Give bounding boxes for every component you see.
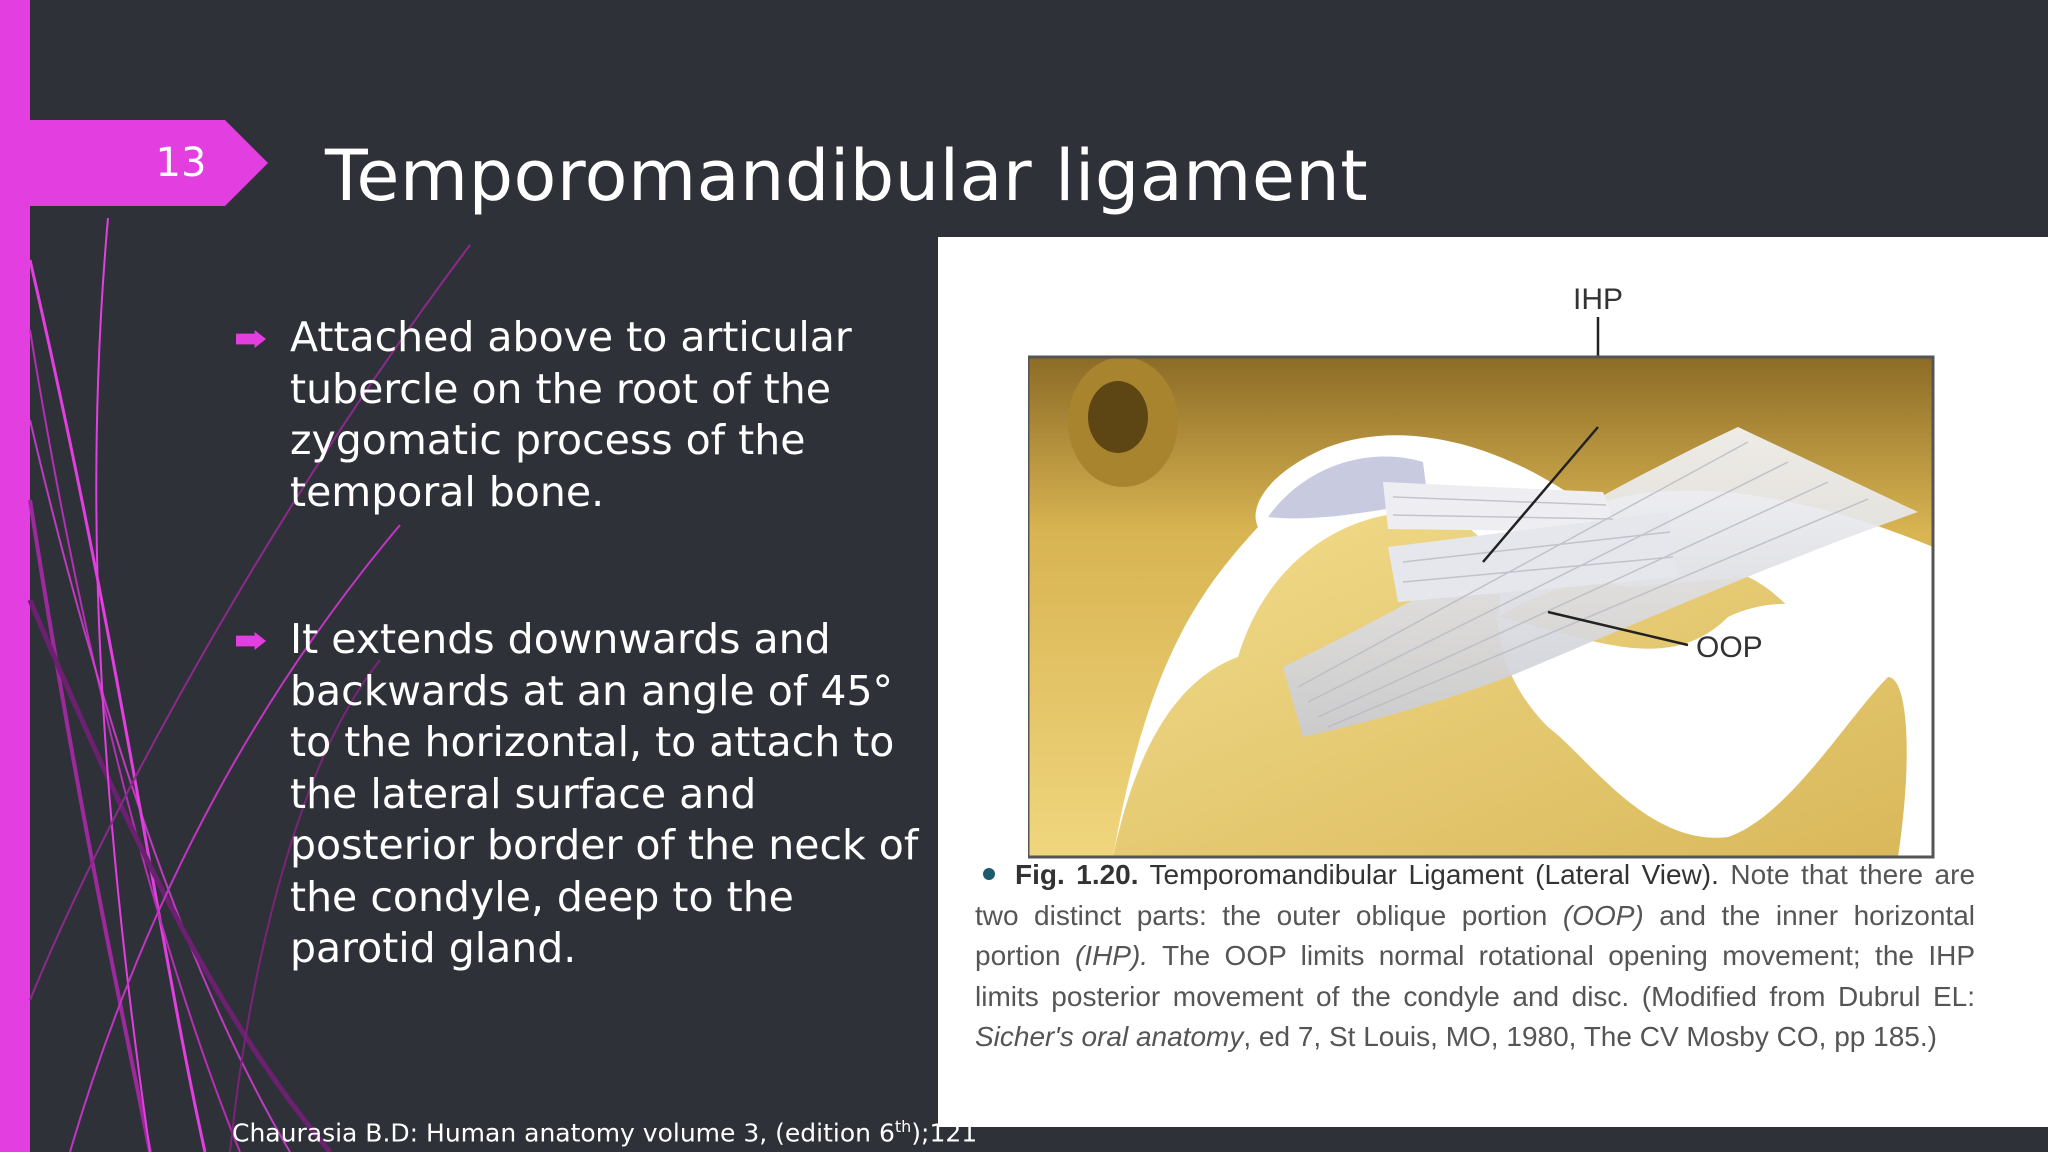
caption-title: Temporomandibular Ligament (Lateral View… xyxy=(1149,859,1719,890)
illustration-border xyxy=(1028,355,1935,859)
oop-label: OOP xyxy=(1696,631,1763,664)
citation-superscript: th xyxy=(894,1117,912,1136)
meatus-opening xyxy=(1088,381,1148,453)
ihp-pointer xyxy=(1482,426,1599,563)
caption-text: , ed 7, St Louis, MO, 1980, The CV Mosby… xyxy=(1243,1021,1937,1052)
tmj-ligament-illustration: IHP O xyxy=(1028,283,1935,859)
figure-caption: Fig. 1.20. Temporomandibular Ligament (L… xyxy=(975,855,1975,1058)
caption-text: The OOP limits normal rotational opening… xyxy=(975,940,1975,1012)
bullet-text: It extends downwards and backwards at an… xyxy=(290,615,919,972)
bullet-list: Attached above to articular tubercle on … xyxy=(232,312,932,1071)
slide-number: 13 xyxy=(155,140,207,186)
caption-text: and the inner horizontal portion xyxy=(975,899,1976,972)
bullet-item: Attached above to articular tubercle on … xyxy=(232,312,932,518)
caption-ihp-abbrev: (IHP). xyxy=(1074,940,1149,971)
citation-text: Chaurasia B.D: Human anatomy volume 3, (… xyxy=(232,1118,895,1148)
bullet-item: It extends downwards and backwards at an… xyxy=(232,614,932,975)
caption-bullet-icon xyxy=(983,868,995,880)
caption-figure-number: Fig. 1.20. xyxy=(1015,859,1139,890)
slide-number-tab xyxy=(0,120,268,206)
caption-oop-abbrev: (OOP) xyxy=(1562,899,1644,931)
caption-text: Note that there are two distinct parts: … xyxy=(975,859,1976,931)
slide-title: Temporomandibular ligament xyxy=(325,135,1369,217)
sigmoid-notch xyxy=(1498,603,1888,838)
arrow-bullet-icon xyxy=(236,330,266,348)
ihp-label: IHP xyxy=(1573,283,1623,316)
bullet-text: Attached above to articular tubercle on … xyxy=(290,313,852,516)
caption-book-title: Sicher's oral anatomy xyxy=(975,1021,1244,1052)
oop-leader-line xyxy=(1547,610,1689,647)
figure-panel: IHP O xyxy=(938,237,2048,1127)
arrow-bullet-icon xyxy=(236,632,266,650)
citation: Chaurasia B.D: Human anatomy volume 3, (… xyxy=(232,1110,977,1150)
ligament-bundle xyxy=(1388,512,1678,602)
inner-horizontal-portion xyxy=(1383,482,1618,532)
